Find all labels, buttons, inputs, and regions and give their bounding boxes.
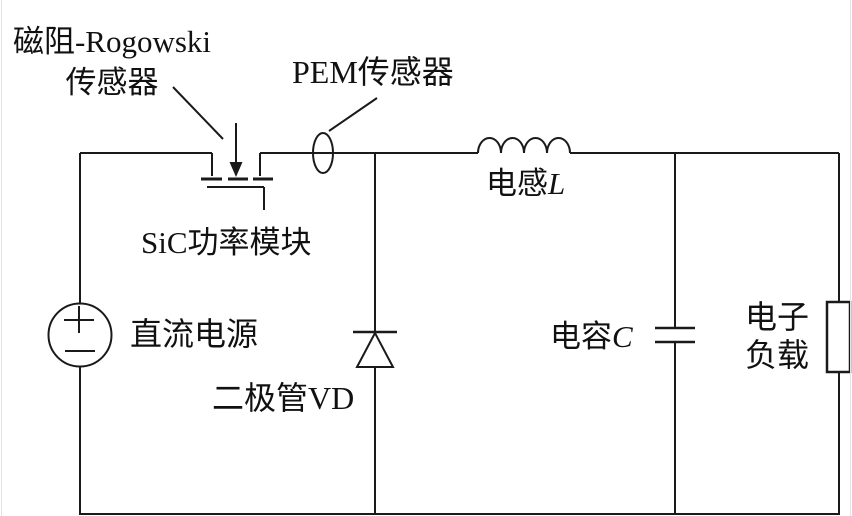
plus-symbol [64,306,94,333]
electronic-load-icon [825,300,852,374]
capacitor-label: 电容C [550,321,633,353]
left-scan-edge [1,0,2,516]
rogowski-sensor-label: 磁阻-Rogowski 传感器 [0,21,224,103]
capacitor-label-prefix: 电容 [550,319,612,354]
diode-icon [353,330,397,368]
rogowski-leader-line [172,86,224,140]
inductor-icon [477,137,571,154]
capacitor-icon [655,326,695,344]
right-scan-edge [850,0,851,516]
dc-source-label: 直流电源 [130,316,259,352]
rogowski-sensor-label-line1: 磁阻-Rogowski [12,24,212,59]
inductor-label: 电感L [486,168,565,200]
diode-label: 二极管VD [212,380,355,416]
inductor-label-prefix: 电感 [486,166,548,201]
inductor-label-symbol: L [548,166,566,201]
rogowski-arrow-icon [229,123,243,177]
dc-source-icon [47,302,113,368]
pem-sensor-label: PEM传感器 [292,54,454,90]
diode-triangle [355,330,395,368]
pem-leader-line [328,97,378,132]
mosfet-icon [201,153,273,210]
electronic-load-label-line1: 电子 [744,299,809,335]
rogowski-sensor-label-line2: 传感器 [65,65,159,100]
electronic-load-label: 电子 负载 [741,298,813,374]
sic-module-label: SiC功率模块 [141,225,312,260]
capacitor-label-symbol: C [612,319,633,354]
electronic-load-label-line2: 负载 [744,337,809,373]
pem-coil-icon [312,132,334,174]
